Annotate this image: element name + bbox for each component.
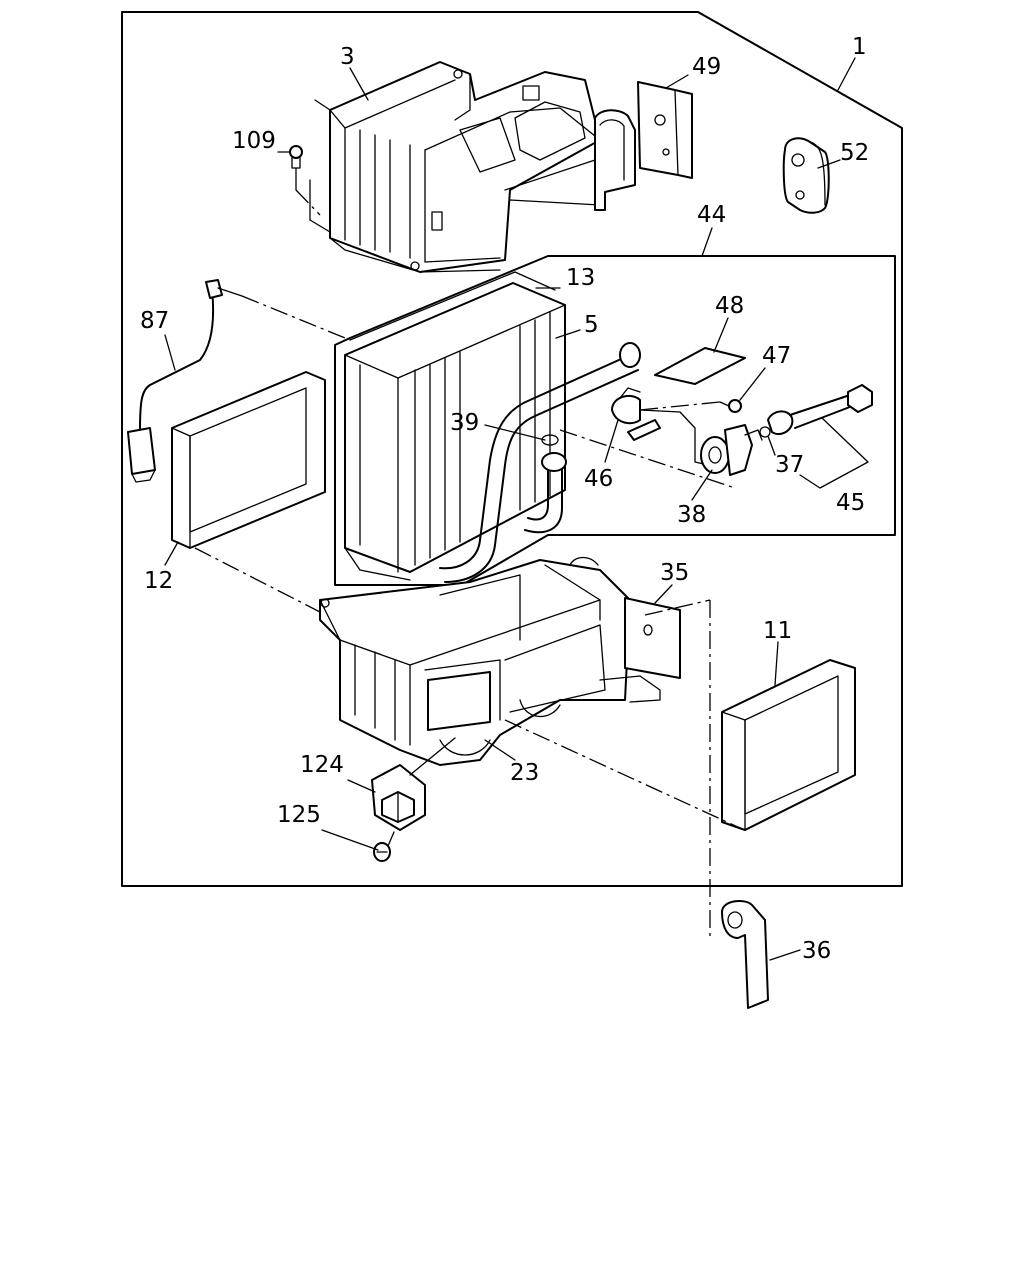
leader-44 [701, 227, 713, 257]
upper-case [309, 61, 601, 273]
label-38: 38 [677, 502, 706, 528]
assembly-frame [121, 11, 903, 887]
insulator-48 [654, 347, 746, 385]
evaporator-subassembly-frame [334, 255, 896, 586]
assembly-line [644, 599, 711, 616]
label-125: 125 [277, 802, 321, 828]
label-35: 35 [660, 560, 689, 586]
leader-1 [837, 57, 856, 91]
drain-hose-36 [721, 899, 769, 1009]
assembly-line [194, 547, 321, 613]
evaporator-pipes [439, 342, 641, 583]
label-5: 5 [584, 312, 599, 338]
grommet-52 [782, 137, 830, 214]
upper-duct [594, 109, 636, 211]
leader-36 [769, 949, 801, 961]
assembly-line [639, 401, 721, 411]
seal-35 [624, 597, 681, 679]
leader-48 [713, 317, 729, 353]
leader-37 [767, 435, 776, 456]
leader-12 [164, 541, 179, 566]
assembly-line [504, 719, 741, 829]
label-44: 44 [697, 202, 726, 228]
label-124: 124 [300, 752, 344, 778]
label-52: 52 [840, 140, 869, 166]
label-48: 48 [715, 293, 744, 319]
wire-harness-87 [127, 279, 243, 483]
label-46: 46 [584, 466, 613, 492]
filter-12 [171, 371, 326, 549]
leader-52 [817, 159, 841, 169]
expansion-valve-38 [700, 424, 771, 476]
leader-5 [555, 329, 581, 339]
leader-11 [774, 641, 779, 686]
label-11: 11 [763, 618, 792, 644]
pad-49 [637, 81, 693, 179]
leader-35 [654, 584, 673, 604]
label-12: 12 [144, 568, 173, 594]
screw-109 [289, 145, 321, 216]
leader-46 [604, 419, 619, 463]
label-3: 3 [340, 44, 355, 70]
leader-39 [484, 424, 546, 441]
leader-49 [665, 74, 689, 89]
pipe-45 [767, 384, 873, 436]
leader-3 [349, 67, 369, 101]
label-87: 87 [140, 308, 169, 334]
leader-38 [691, 469, 713, 501]
evaporator-core [344, 271, 566, 581]
leader-45 [799, 417, 869, 489]
label-36: 36 [802, 938, 831, 964]
resistor-124 [371, 764, 426, 831]
label-13: 13 [566, 265, 595, 291]
leader-87 [164, 334, 176, 371]
screw-125 [373, 831, 395, 862]
label-49: 49 [692, 54, 721, 80]
leader-124 [347, 737, 456, 793]
label-23: 23 [510, 760, 539, 786]
screw-47 [719, 399, 742, 413]
label-1: 1 [852, 34, 867, 60]
label-109: 109 [232, 128, 276, 154]
filter-11 [721, 659, 856, 831]
clamp-46 [611, 387, 713, 467]
label-39: 39 [450, 410, 479, 436]
assembly-line [241, 295, 351, 341]
lower-case [319, 556, 661, 766]
label-37: 37 [775, 452, 804, 478]
label-47: 47 [762, 343, 791, 369]
leader-23 [484, 739, 516, 761]
leader-47 [739, 367, 766, 401]
label-45: 45 [836, 490, 865, 516]
leader-125 [321, 829, 379, 851]
